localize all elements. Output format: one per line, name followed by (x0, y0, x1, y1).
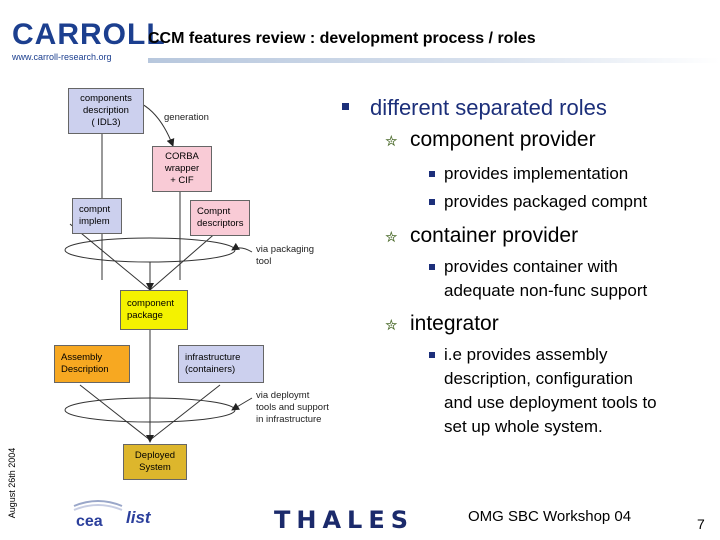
logo-url: www.carroll-research.org (12, 52, 112, 62)
star-bullet-icon: ✮ (385, 317, 398, 334)
infrastructure-box: infrastructure (containers) (178, 345, 264, 383)
list-logo: list (126, 508, 151, 527)
cea-logo-graphic: cea (73, 500, 123, 530)
sub-bullet-icon (429, 171, 435, 177)
arrow-via-deployment (231, 397, 253, 411)
role-container-provider: container provider (410, 224, 579, 247)
page-number: 7 (697, 516, 705, 532)
item-provides-container: provides container with adequate non-fun… (444, 257, 648, 300)
corba-wrapper-box: CORBA wrapper + CIF (152, 146, 212, 192)
compnt-descriptors-box: Compnt descriptors (190, 200, 250, 236)
main-bullet: different separated roles (370, 95, 607, 120)
star-bullet-icon: ✮ (385, 229, 398, 246)
components-description-box: components description ( IDL3) (68, 88, 144, 134)
process-diagram: components description ( IDL3) CORBA wra… (0, 80, 350, 500)
funnel-right-2 (149, 384, 221, 441)
sub-bullet-icon (429, 264, 435, 270)
item-integrator-desc: i.e provides assembly description, confi… (444, 345, 657, 436)
carroll-logo: CARROLL www.carroll-research.org (10, 18, 165, 66)
arrow-via-packaging (231, 242, 253, 253)
sub-bullet-icon (429, 352, 435, 358)
cea-logo: cea (70, 498, 126, 532)
note-via-packaging: via packaging tool (256, 244, 315, 267)
item-provides-packaged: provides packaged compnt (444, 192, 648, 211)
event-label: OMG SBC Workshop 04 (468, 508, 632, 525)
logo-word: CARROLL (12, 18, 166, 51)
item-provides-implementation: provides implementation (444, 164, 629, 183)
slide-title: CCM features review : development proces… (148, 30, 536, 47)
note-generation: generation (164, 112, 209, 123)
cea-text: cea (76, 513, 103, 530)
component-package-box: component package (120, 290, 188, 330)
date-label: August 26th 2004 (7, 447, 17, 519)
funnel-left-1 (69, 223, 151, 291)
title-underline-bar (148, 58, 720, 63)
deployed-system-box: Deployed System (123, 444, 187, 480)
assembly-description-box: Assembly Description (54, 345, 130, 383)
compnt-implem-box: compnt implem (72, 198, 122, 234)
note-via-deployment: via deploymt tools and support in infras… (256, 390, 329, 425)
packaging-ellipse (64, 237, 236, 263)
role-component-provider: component provider (410, 128, 596, 151)
role-integrator: integrator (410, 312, 499, 335)
funnel-left-2 (79, 384, 151, 441)
star-bullet-icon: ✮ (385, 133, 398, 150)
thales-logo: THALES (274, 506, 415, 534)
sub-bullet-icon (429, 199, 435, 205)
bullet-square-icon (342, 103, 349, 110)
